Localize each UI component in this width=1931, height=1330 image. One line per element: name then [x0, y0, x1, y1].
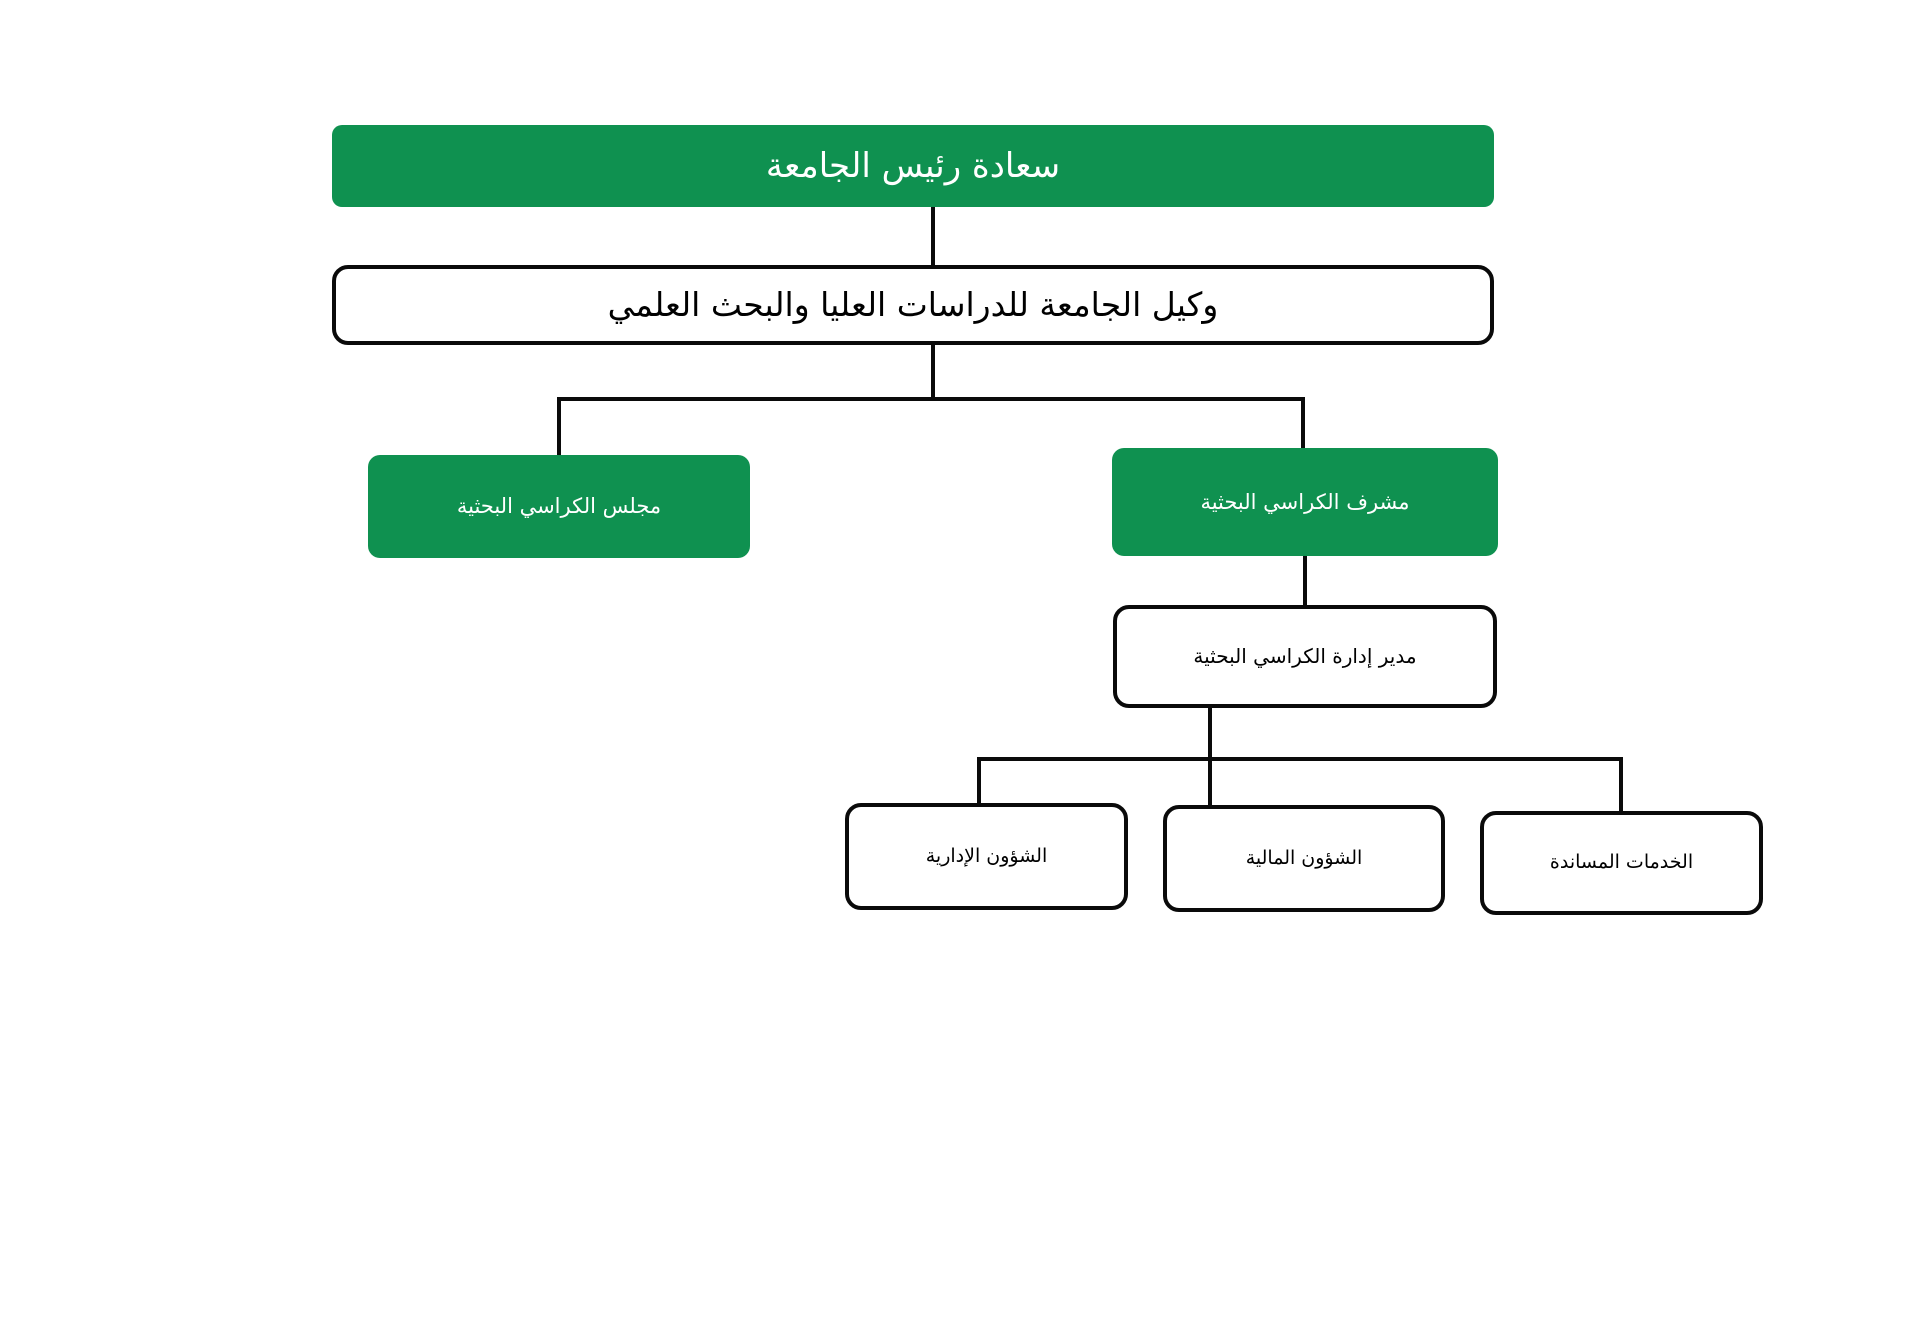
connector-vice-bus [557, 397, 1305, 401]
org-node-research-chairs-supervisor[interactable]: مشرف الكراسي البحثية [1112, 448, 1498, 556]
org-node-president-label: سعادة رئيس الجامعة [765, 145, 1061, 186]
org-node-research-chairs-director[interactable]: مدير إدارة الكراسي البحثية [1113, 605, 1497, 708]
connector-bus-to-admin-affairs [977, 757, 981, 807]
connector-director-stem [1208, 706, 1212, 761]
org-node-financial-affairs[interactable]: الشؤون المالية [1163, 805, 1445, 912]
org-node-support-services-label: الخدمات المساندة [1549, 851, 1694, 874]
org-node-research-chairs-council-label: مجلس الكراسي البحثية [456, 494, 662, 519]
connector-director-bus [977, 757, 1623, 761]
org-node-vice-president-label: وكيل الجامعة للدراسات العليا والبحث العل… [607, 285, 1219, 325]
connector-bus-to-support-services [1619, 757, 1623, 813]
org-node-president[interactable]: سعادة رئيس الجامعة [332, 125, 1494, 207]
org-node-administrative-affairs[interactable]: الشؤون الإدارية [845, 803, 1128, 910]
connector-vice-stem [931, 343, 935, 401]
org-node-financial-affairs-label: الشؤون المالية [1245, 846, 1363, 869]
org-node-research-chairs-council[interactable]: مجلس الكراسي البحثية [368, 455, 750, 558]
connector-president-to-vice [931, 205, 935, 267]
connector-bus-to-finance-affairs [1208, 757, 1212, 807]
connector-bus-to-council [557, 397, 561, 457]
connector-bus-to-supervisor [1301, 397, 1305, 452]
org-node-support-services[interactable]: الخدمات المساندة [1480, 811, 1763, 915]
org-node-administrative-affairs-label: الشؤون الإدارية [925, 844, 1048, 867]
org-node-vice-president[interactable]: وكيل الجامعة للدراسات العليا والبحث العل… [332, 265, 1494, 345]
org-node-research-chairs-supervisor-label: مشرف الكراسي البحثية [1200, 489, 1410, 514]
connector-supervisor-to-director [1303, 554, 1307, 607]
org-node-research-chairs-director-label: مدير إدارة الكراسي البحثية [1193, 644, 1417, 668]
